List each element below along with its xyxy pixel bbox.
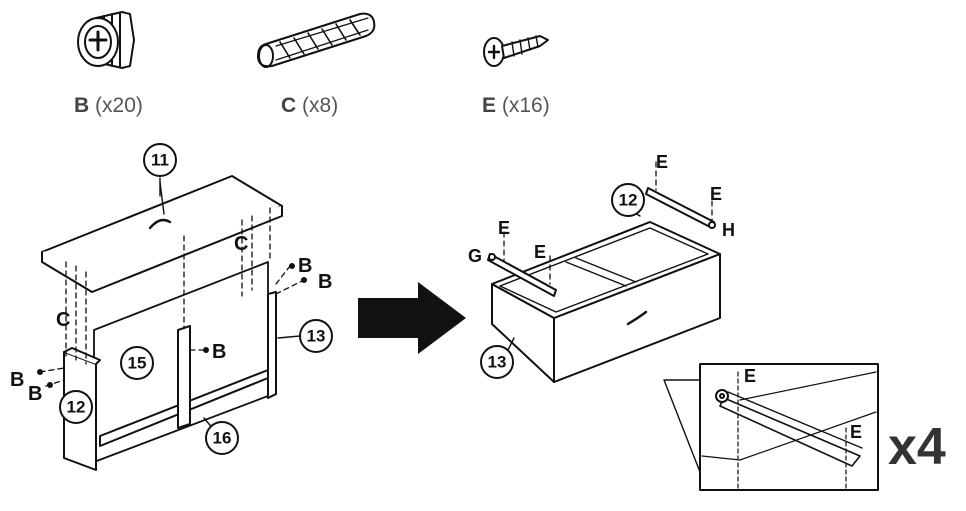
panel-number-16: 16 xyxy=(213,429,232,448)
panel-number-15: 15 xyxy=(128,354,147,373)
fastener-label-e: E xyxy=(656,152,668,172)
part-letter-c: C xyxy=(281,94,297,117)
part-letter-e: E xyxy=(482,94,497,117)
frame-assembly-drawing xyxy=(37,175,307,471)
fastener-label-e: E xyxy=(534,242,546,262)
slide-detail-inset xyxy=(663,363,879,491)
dowel-icon xyxy=(257,12,376,68)
fastener-label-e: E xyxy=(710,184,722,204)
panel-number-13: 13 xyxy=(307,327,326,346)
arrow-icon xyxy=(358,282,466,354)
fastener-label-g: G xyxy=(468,246,482,266)
part-qty-b: (x20) xyxy=(95,94,143,117)
quantity-multiplier: x4 xyxy=(888,418,946,476)
fastener-label-b: B xyxy=(212,341,226,363)
fastener-label-e: E xyxy=(744,366,756,386)
part-qty-c: (x8) xyxy=(302,94,339,117)
screw-icon xyxy=(483,35,549,67)
fastener-label-e: E xyxy=(498,218,510,238)
part-letter-b: B xyxy=(74,94,90,117)
panel-callouts-right xyxy=(480,183,645,379)
panel-number-12: 12 xyxy=(619,191,638,210)
fastener-label-c: C xyxy=(234,233,248,255)
part-label-e: E (x16) xyxy=(482,94,550,118)
fastener-label-b: B xyxy=(298,255,312,277)
drawer-assembly-drawing xyxy=(487,161,721,383)
part-label-c: C (x8) xyxy=(281,94,338,118)
fastener-label-b: B xyxy=(28,383,42,405)
panel-number-13: 13 xyxy=(488,353,507,372)
part-label-b: B (x20) xyxy=(74,94,143,118)
part-qty-e: (x16) xyxy=(501,94,550,117)
fastener-label-c: C xyxy=(56,309,70,331)
fastener-label-h: H xyxy=(722,220,735,240)
panel-number-11: 11 xyxy=(151,151,169,170)
fastener-label-b: B xyxy=(10,369,24,391)
panel-number-12: 12 xyxy=(67,398,86,417)
fastener-label-b: B xyxy=(318,271,332,293)
panel-callouts-left xyxy=(59,143,333,455)
cam-lock-icon xyxy=(77,11,135,69)
fastener-label-e: E xyxy=(850,422,862,442)
